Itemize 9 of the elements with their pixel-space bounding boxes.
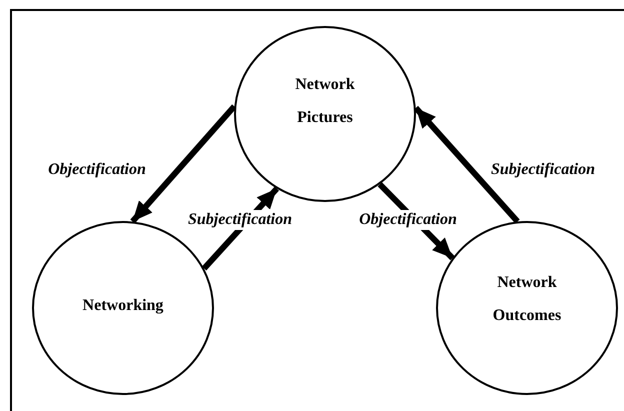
arrow <box>130 104 237 224</box>
edge-label: Subjectification <box>187 210 293 230</box>
node-label: Networking <box>82 296 164 316</box>
edge-label: Objectification <box>358 210 458 230</box>
arrow <box>414 106 520 224</box>
node-label: Network Outcomes <box>492 273 562 326</box>
edge-label: Objectification <box>47 160 147 180</box>
edge-label: Subjectification <box>490 160 596 180</box>
node-label: Network Pictures <box>294 75 356 128</box>
